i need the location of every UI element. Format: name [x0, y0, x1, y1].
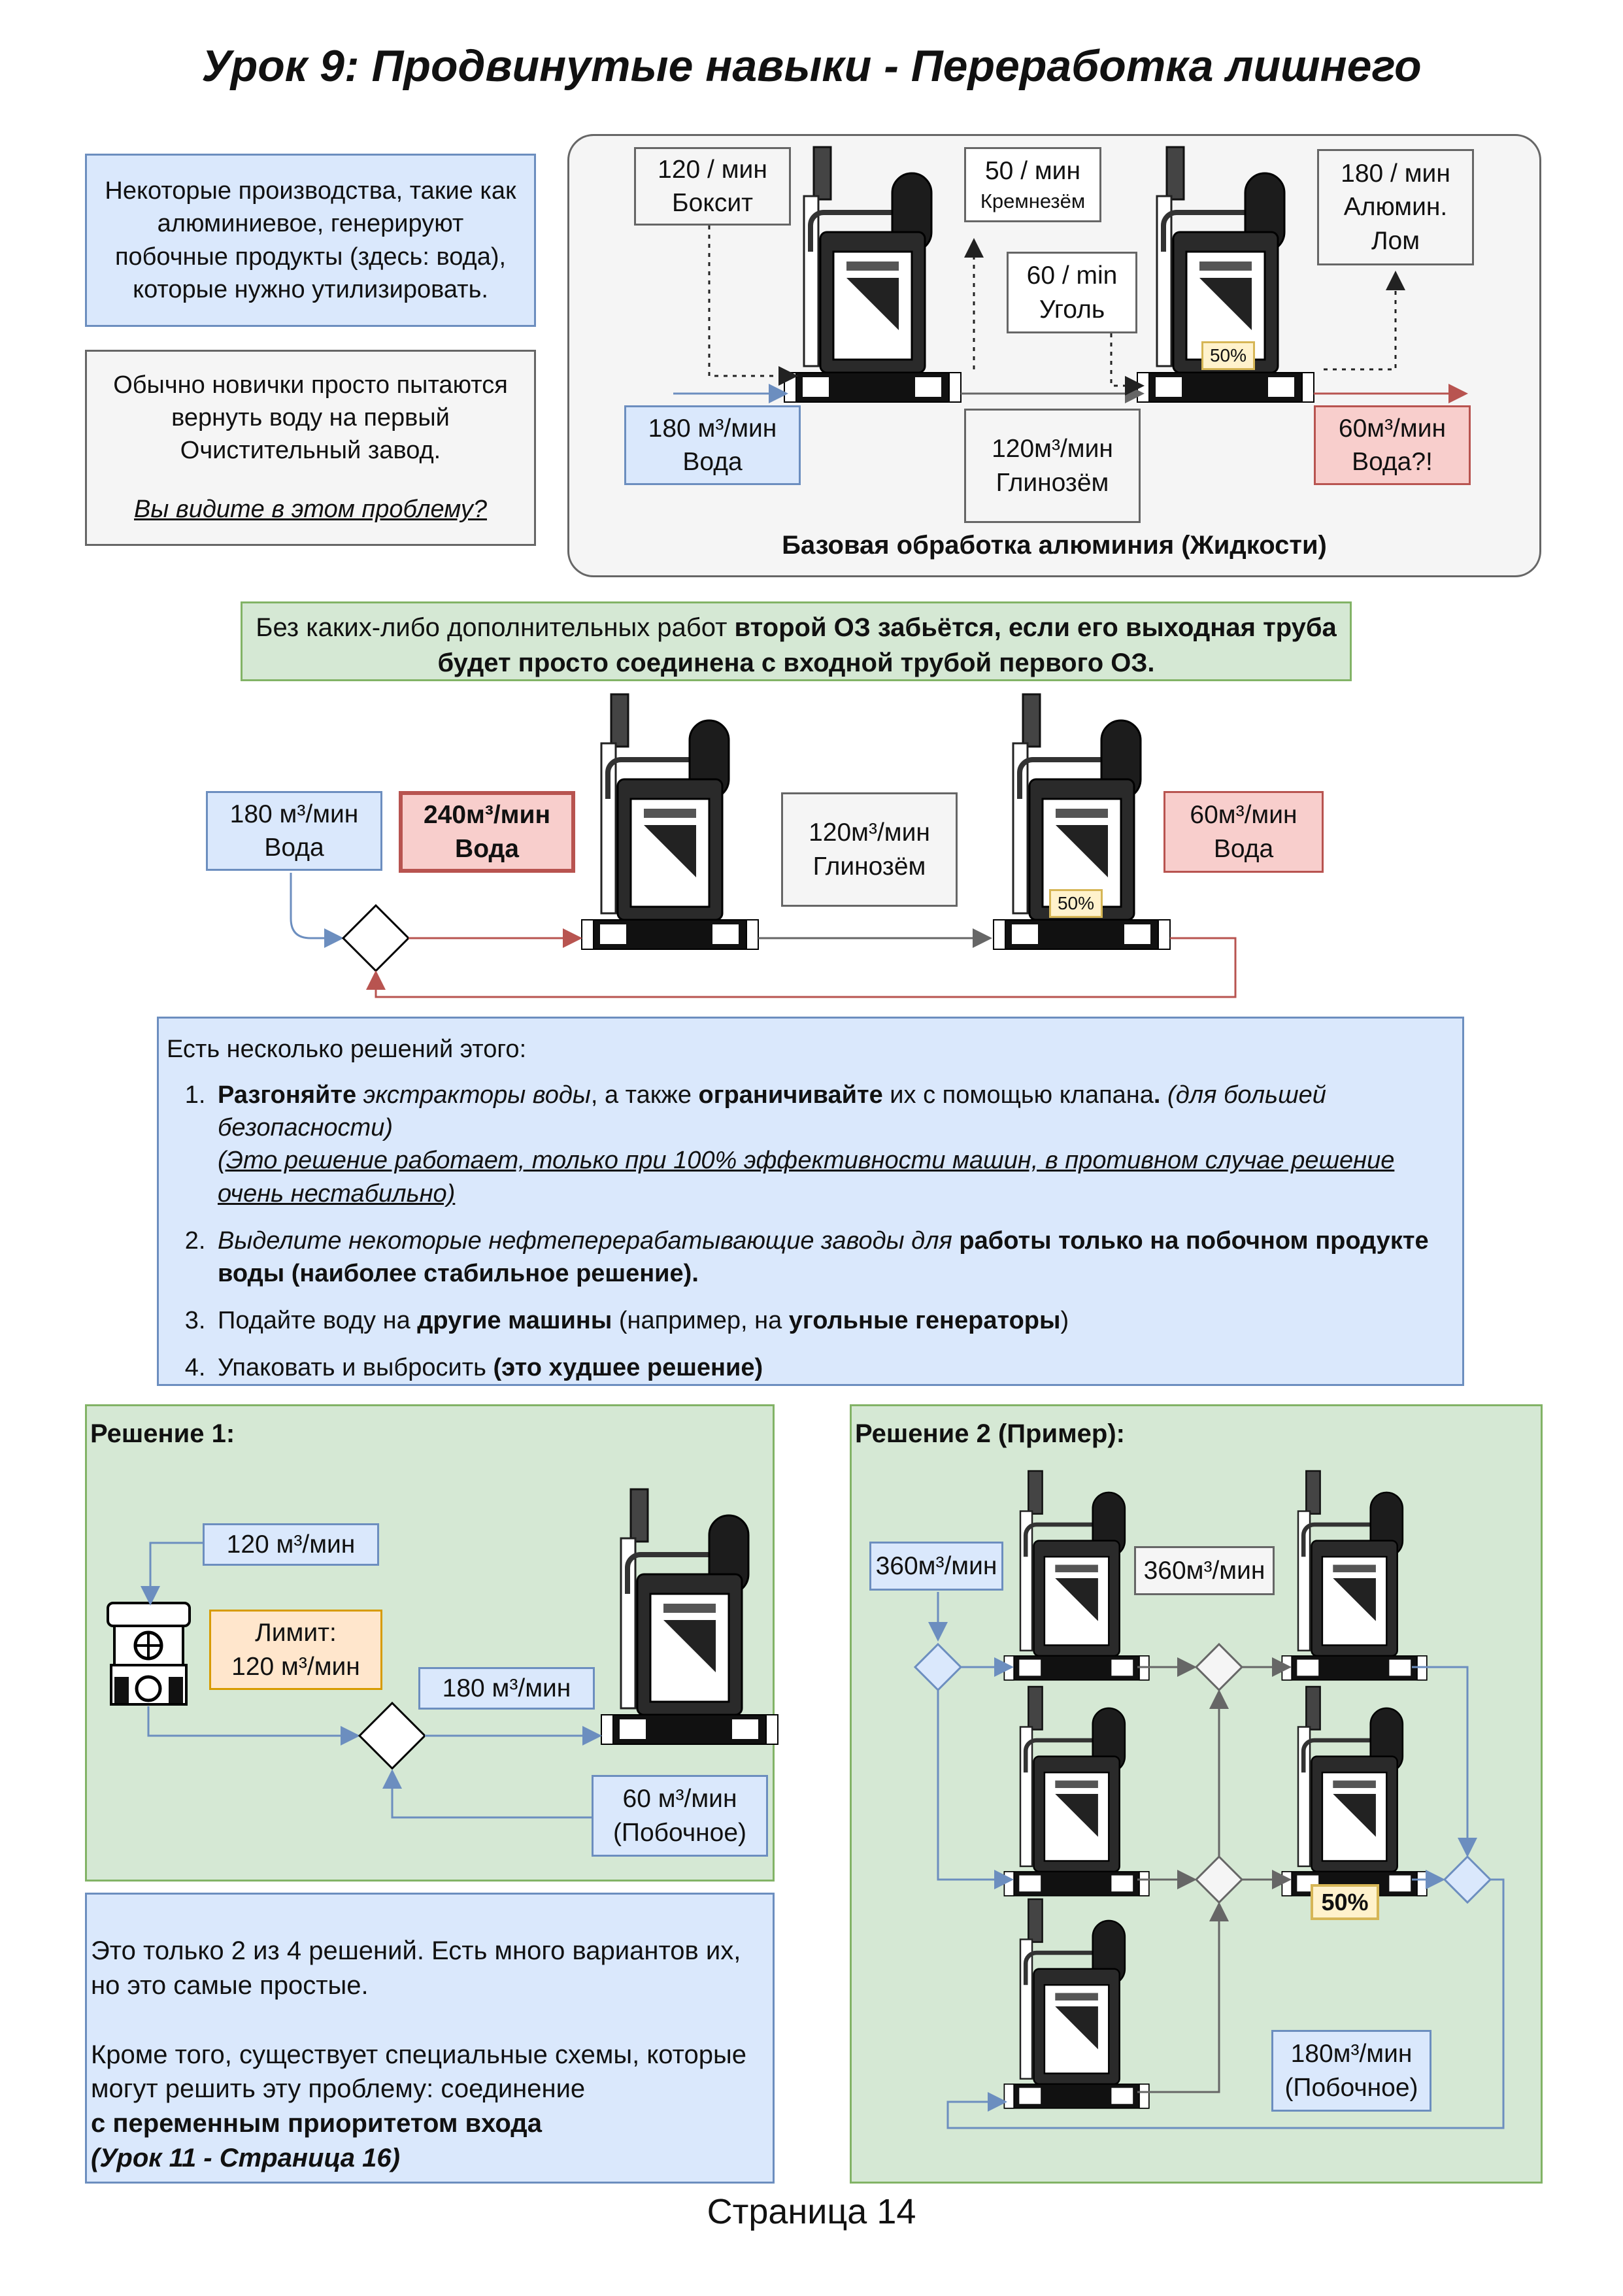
water-out-label: Вода?! — [1352, 448, 1433, 476]
bauxite-box: 120 / мин Боксит — [634, 147, 791, 226]
solutions-list: Разгоняйте экстракторы воды, а также огр… — [167, 1079, 1454, 1384]
water-out-box: 60м³/мин Вода?! — [1314, 405, 1471, 485]
footer-note: Это только 2 из 4 решений. Есть много ва… — [85, 1893, 775, 2184]
solutions-panel: Есть несколько решений этого: Разгоняйте… — [157, 1017, 1464, 1386]
s3-d: угольные генераторы — [788, 1307, 1061, 1335]
s1-limit-box: Лимит: 120 м³/мин — [209, 1610, 382, 1690]
solution-item-1: Разгоняйте экстракторы воды, а также огр… — [212, 1079, 1454, 1210]
s4-a: Упаковать и выбросить — [218, 1354, 494, 1382]
coal-label: Уголь — [1039, 295, 1105, 324]
s2-byproduct-rate: 180м³/мин — [1290, 2040, 1413, 2068]
warning-text-a: Без каких-либо дополнительных работ — [256, 613, 735, 642]
s1-a: Разгоняйте — [218, 1081, 357, 1109]
alumina-label: Глинозём — [996, 468, 1109, 497]
d2-alumina-rate: 120м³/мин — [809, 819, 930, 847]
scrap-label-1: Алюмин. — [1343, 193, 1448, 222]
d2-alumina-label: Глинозём — [812, 852, 926, 881]
d2-water-total-box: 240м³/мин Вода — [399, 791, 575, 873]
solution1-title: Решение 1: — [90, 1419, 235, 1448]
s2-input-rate-box: 360м³/мин — [869, 1542, 1003, 1591]
d2-water-out-label: Вода — [1213, 834, 1274, 863]
solution-item-2: Выделите некоторые нефтеперерабатывающие… — [212, 1224, 1454, 1290]
note-question: Вы видите в этом проблему? — [134, 496, 487, 524]
footer-note-p4: (Урок 11 - Страница 16) — [91, 2143, 400, 2172]
solution-item-4: Упаковать и выбросить (это худшее решени… — [212, 1351, 1454, 1384]
silica-box: 50 / мин Кремнезём — [964, 147, 1101, 222]
scrap-rate: 180 / мин — [1341, 159, 1450, 188]
s1-g: (для большей безопасности) — [218, 1081, 1326, 1142]
s1-byproduct-rate: 60 м³/мин — [622, 1785, 737, 1814]
s1-merged-rate-box: 180 м³/мин — [418, 1667, 595, 1710]
s4-b: (это худшее решение) — [493, 1354, 763, 1382]
d2-water-in-box: 180 м³/мин Вода — [206, 791, 382, 871]
s1-byproduct-label: (Побочное) — [612, 1818, 747, 1847]
s2-middle-rate-box: 360м³/мин — [1134, 1546, 1275, 1595]
s3-a: Подайте воду на — [218, 1307, 418, 1335]
d2-water-total-label: Вода — [455, 834, 519, 863]
s1-note: (Это решение работает, только при 100% э… — [218, 1147, 1395, 1207]
efficiency-badge: 50% — [1201, 341, 1255, 370]
s2-b: работы только на побочном продукте воды … — [218, 1226, 1429, 1287]
note-newbies: Обычно новички просто пытаются вернуть в… — [85, 350, 536, 546]
s3-e: ) — [1060, 1307, 1069, 1335]
s1-byproduct-box: 60 м³/мин (Побочное) — [592, 1775, 768, 1857]
d2-water-total-rate: 240м³/мин — [423, 801, 551, 830]
footer-note-p1: Это только 2 из 4 решений. Есть много ва… — [91, 1936, 741, 2000]
s1-e: их с помощью клапана — [882, 1081, 1154, 1109]
solution2-title: Решение 2 (Пример): — [855, 1419, 1125, 1448]
note-byproducts: Некоторые производства, такие как алюмин… — [85, 154, 536, 327]
diagram1-caption: Базовая обработка алюминия (Жидкости) — [782, 531, 1327, 560]
footer-note-p2: Кроме того, существует специальные схемы… — [91, 2040, 746, 2104]
coal-box: 60 / min Уголь — [1007, 252, 1137, 333]
d2-efficiency-badge: 50% — [1049, 889, 1103, 918]
bauxite-label: Боксит — [672, 189, 753, 217]
footer-note-p3: с переменным приоритетом входа — [91, 2109, 542, 2138]
s1-c: , а также — [590, 1081, 699, 1109]
d2-water-in-label: Вода — [264, 834, 324, 862]
water-out-rate: 60м³/мин — [1338, 414, 1447, 443]
s1-limit-rate: 120 м³/мин — [231, 1652, 360, 1681]
d2-alumina-box: 120м³/мин Глинозём — [781, 792, 958, 907]
coal-rate: 60 / min — [1026, 262, 1118, 290]
water-in-rate: 180 м³/мин — [648, 414, 777, 443]
page-title: Урок 9: Продвинутые навыки - Переработка… — [201, 41, 1422, 91]
s3-c: (например, на — [612, 1307, 789, 1335]
s2-efficiency-badge: 50% — [1311, 1884, 1379, 1920]
water-in-box: 180 м³/мин Вода — [624, 405, 801, 485]
s1-extractor-rate-box: 120 м³/мин — [203, 1523, 379, 1566]
solutions-intro: Есть несколько решений этого: — [167, 1036, 527, 1063]
s1-f: . — [1153, 1081, 1168, 1109]
s1-d: ограничивайте — [698, 1081, 883, 1109]
d2-water-out-rate: 60м³/мин — [1190, 801, 1297, 830]
warning-text-b: второй ОЗ забьётся, если его выходная тр… — [437, 613, 1337, 677]
s3-b: другие машины — [417, 1307, 612, 1335]
water-in-label: Вода — [682, 448, 743, 476]
s2-a: Выделите некоторые нефтеперерабатывающие… — [218, 1226, 960, 1255]
alumina-box: 120м³/мин Глинозём — [964, 409, 1141, 523]
note-newbies-text: Обычно новички просто пытаются вернуть в… — [113, 371, 508, 465]
d2-water-in-rate: 180 м³/мин — [229, 800, 359, 828]
s2-byproduct-box: 180м³/мин (Побочное) — [1271, 2030, 1431, 2112]
s2-byproduct-label: (Побочное) — [1284, 2073, 1418, 2102]
silica-rate: 50 / мин — [984, 157, 1081, 186]
page-number: Страница 14 — [707, 2192, 916, 2231]
alumina-rate: 120м³/мин — [992, 435, 1113, 464]
scrap-box: 180 / мин Алюмин. Лом — [1317, 149, 1474, 265]
solution-item-3: Подайте воду на другие машины (например,… — [212, 1304, 1454, 1337]
valve-icon — [107, 1602, 191, 1706]
warning-banner: Без каких-либо дополнительных работ втор… — [241, 601, 1352, 681]
d2-water-out-box: 60м³/мин Вода — [1163, 791, 1324, 873]
bauxite-rate: 120 / мин — [658, 155, 767, 184]
scrap-label-2: Лом — [1371, 226, 1420, 255]
silica-label: Кремнезём — [980, 189, 1086, 212]
s1-b: экстракторы воды — [356, 1081, 591, 1109]
s1-limit-label: Лимит: — [255, 1619, 337, 1647]
